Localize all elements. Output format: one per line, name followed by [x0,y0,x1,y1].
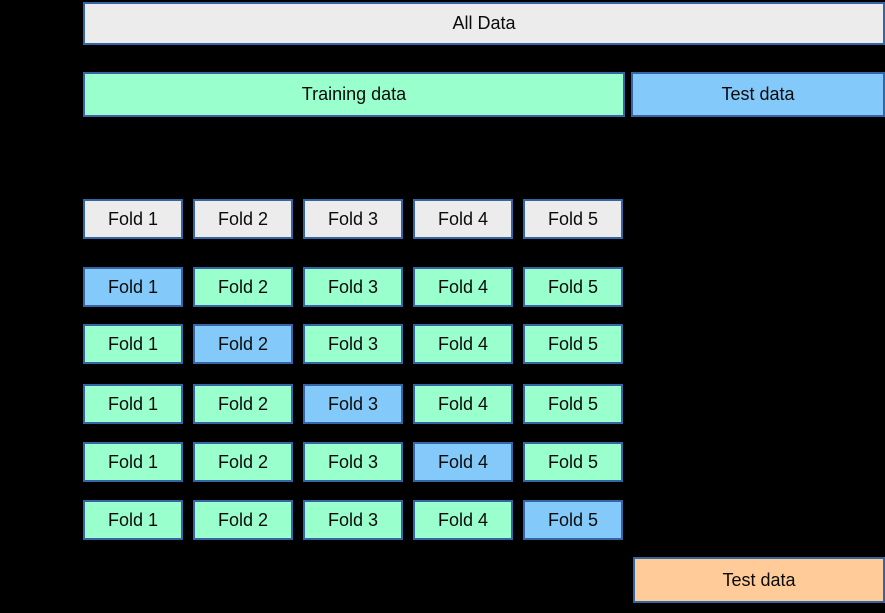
split-4-fold-3: Fold 3 [303,442,403,482]
split-5-fold-3: Fold 3 [303,500,403,540]
split-3-fold-1: Fold 1 [83,384,183,424]
split-3-fold-4: Fold 4 [413,384,513,424]
split-1-fold-1: Fold 1 [83,267,183,307]
header-fold-1: Fold 1 [83,199,183,239]
split-5-fold-5: Fold 5 [523,500,623,540]
split-4-fold-4: Fold 4 [413,442,513,482]
split-4-fold-1: Fold 1 [83,442,183,482]
split-4-fold-5: Fold 5 [523,442,623,482]
split-2-fold-1: Fold 1 [83,324,183,364]
header-fold-5: Fold 5 [523,199,623,239]
split-2-fold-2: Fold 2 [193,324,293,364]
all-data-bar: All Data [83,2,885,45]
split-2-fold-4: Fold 4 [413,324,513,364]
split-2-fold-5: Fold 5 [523,324,623,364]
split-1-fold-4: Fold 4 [413,267,513,307]
split-3-fold-2: Fold 2 [193,384,293,424]
split-5-fold-2: Fold 2 [193,500,293,540]
header-fold-3: Fold 3 [303,199,403,239]
split-4-fold-2: Fold 2 [193,442,293,482]
split-5-fold-4: Fold 4 [413,500,513,540]
final-test-data-bar: Test data [633,557,885,603]
split-1-fold-3: Fold 3 [303,267,403,307]
split-1-fold-5: Fold 5 [523,267,623,307]
header-fold-2: Fold 2 [193,199,293,239]
split-5-fold-1: Fold 1 [83,500,183,540]
header-fold-4: Fold 4 [413,199,513,239]
training-data-bar: Training data [83,72,625,117]
split-3-fold-5: Fold 5 [523,384,623,424]
split-2-fold-3: Fold 3 [303,324,403,364]
test-data-bar: Test data [631,72,885,117]
split-3-fold-3: Fold 3 [303,384,403,424]
split-1-fold-2: Fold 2 [193,267,293,307]
